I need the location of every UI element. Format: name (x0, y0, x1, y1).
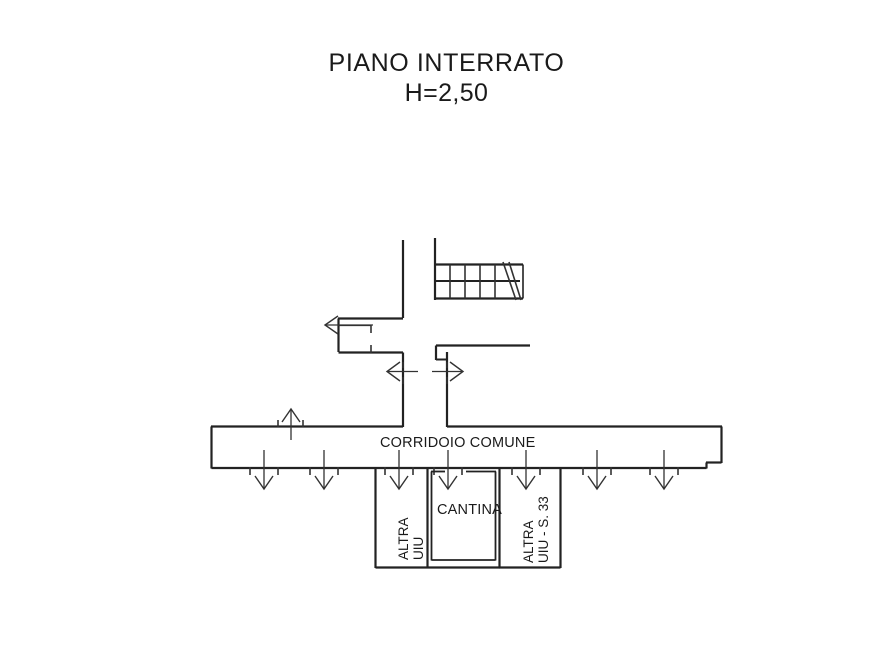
arrowhead-b6 (587, 475, 607, 491)
corridor-top-door-arrowhead (281, 407, 301, 423)
door-arrow-pair-mid (385, 361, 465, 384)
corridor-door-bottom-4 (433, 450, 463, 491)
corridor-door-bottom-6 (582, 450, 612, 491)
corridor-door-bottom-5 (511, 450, 541, 491)
corridor-door-bottom-1 (249, 450, 279, 491)
upper-right-room-walls (434, 344, 530, 427)
lower-units-walls (374, 468, 562, 569)
corridor-door-bottom-2 (309, 450, 339, 491)
staircase-group (433, 238, 524, 301)
door-arrowhead-mid-left (385, 361, 401, 382)
arrowhead-b2 (314, 475, 334, 491)
corridor-door-bottom-3 (384, 450, 414, 491)
common-corridor-walls (210, 425, 723, 470)
door-arrowhead-mid-right (449, 361, 465, 382)
stair-break-line-a (502, 261, 517, 301)
door-arrow-left-niche (323, 315, 373, 353)
arrowhead-b1 (254, 475, 274, 491)
stair-break-line-b (508, 261, 522, 301)
arrowhead-b4 (438, 475, 458, 491)
arrowhead-b5 (516, 475, 536, 491)
door-arrowhead (323, 315, 339, 335)
corridor-door-bottom-7 (649, 450, 679, 491)
arrowhead-b7 (654, 475, 674, 491)
arrowhead-b3 (389, 475, 409, 491)
corridor-door-top-1 (277, 407, 304, 440)
upper-left-room-walls (337, 240, 405, 427)
